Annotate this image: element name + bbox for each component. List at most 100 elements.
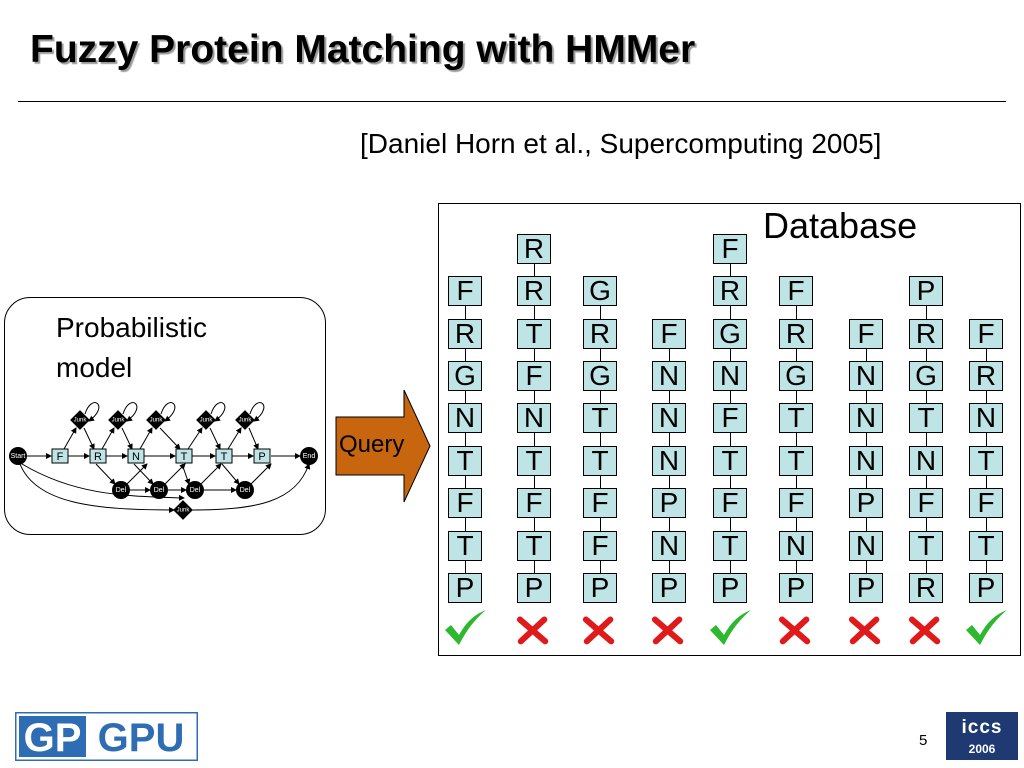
sequence-connector (796, 306, 797, 573)
residue-cell: N (652, 445, 686, 476)
residue-cell: N (517, 403, 551, 434)
residue-cell: N (849, 361, 883, 391)
residue-cell: N (448, 403, 482, 434)
model-label-line-1: Probabilistic (56, 312, 207, 343)
hmm-junk-node (108, 410, 128, 430)
hmm-match-label: P (258, 451, 265, 463)
residue-cell: T (517, 530, 551, 561)
hmm-delete-node (236, 481, 254, 499)
hmm-match-node (89, 448, 107, 464)
residue-cell: T (713, 530, 747, 561)
residue-cell: P (779, 573, 813, 603)
hmm-match-label: F (57, 451, 64, 463)
residue-cell: P (583, 573, 617, 603)
hmm-match-label: T (221, 451, 228, 463)
hmm-junk-node (235, 410, 255, 430)
hmm-delete-label: Del (240, 487, 251, 494)
residue-cell: F (448, 488, 482, 519)
gpgpu-logo: GP GPU (15, 712, 198, 761)
residue-cell: R (517, 233, 551, 264)
residue-cell: G (713, 318, 747, 349)
hmm-junk-label: Junk (239, 418, 253, 424)
hmm-junk-label: Junk (112, 418, 126, 424)
residue-cell: F (779, 488, 813, 519)
residue-cell: N (652, 361, 686, 391)
hmm-delete-label: Del (154, 487, 165, 494)
residue-cell: T (909, 530, 943, 561)
residue-cell: F (583, 488, 617, 519)
slide-title: Fuzzy Protein Matching with HMMer (30, 28, 696, 71)
residue-cell: P (517, 573, 551, 603)
sequence-connector (465, 306, 466, 573)
residue-cell: F (779, 276, 813, 307)
hmm-match-label: T (181, 451, 188, 463)
database-panel (438, 203, 1021, 656)
query-label: Query (339, 431, 405, 458)
iccs-logo-year: 2006 (968, 742, 996, 756)
hmm-match-node (175, 448, 193, 464)
residue-cell: P (713, 573, 747, 603)
residue-cell: T (448, 530, 482, 561)
residue-cell: P (969, 573, 1003, 603)
hmm-end-node (300, 447, 318, 465)
hmm-junk-label: Junk (150, 418, 164, 424)
residue-cell: F (517, 361, 551, 391)
residue-cell: N (652, 530, 686, 561)
residue-cell: G (909, 361, 943, 391)
match-check-icon (966, 610, 1007, 645)
residue-cell: T (969, 530, 1003, 561)
citation: [Daniel Horn et al., Supercomputing 2005… (360, 128, 882, 159)
residue-cell: T (779, 445, 813, 476)
residue-cell: N (849, 530, 883, 561)
hmm-match-label: R (94, 451, 102, 463)
residue-cell: R (779, 318, 813, 349)
residue-cell: P (652, 488, 686, 519)
page-number: 5 (919, 732, 928, 749)
hmm-match-node (215, 448, 233, 464)
sequence-connector (926, 306, 927, 573)
residue-cell: G (448, 361, 482, 391)
sequence-connector (600, 306, 601, 573)
no-match-cross-icon (778, 616, 811, 645)
residue-cell: P (849, 488, 883, 519)
hmm-end-label: End (303, 453, 316, 460)
no-match-cross-icon (651, 616, 684, 645)
residue-cell: R (969, 361, 1003, 391)
residue-cell: G (583, 361, 617, 391)
residue-cell: R (517, 276, 551, 307)
hmm-start-label: Start (11, 453, 26, 460)
residue-cell: F (849, 318, 883, 349)
hmm-junk-node (196, 410, 216, 430)
iccs-logo-text: iccs (961, 717, 1003, 738)
residue-cell: N (713, 361, 747, 391)
residue-cell: P (909, 276, 943, 307)
residue-cell: F (713, 403, 747, 434)
residue-cell: T (583, 445, 617, 476)
residue-cell: F (909, 488, 943, 519)
residue-cell: F (969, 488, 1003, 519)
hmm-match-node (51, 448, 69, 464)
residue-cell: T (517, 318, 551, 349)
residue-cell: N (779, 530, 813, 561)
no-match-cross-icon (516, 616, 549, 645)
residue-cell: T (583, 403, 617, 434)
hmm-junk-label: Junk (74, 418, 88, 424)
hmm-delete-label: Del (116, 487, 127, 494)
iccs-logo: iccs 2006 (946, 712, 1018, 760)
residue-cell: P (849, 573, 883, 603)
residue-cell: P (448, 573, 482, 603)
residue-cell: G (583, 276, 617, 307)
hmm-match-label: N (132, 451, 140, 463)
residue-cell: T (448, 445, 482, 476)
residue-cell: R (583, 318, 617, 349)
svg-text:GP: GP (24, 716, 82, 760)
residue-cell: R (448, 318, 482, 349)
residue-cell: T (517, 445, 551, 476)
hmm-delete-node (112, 481, 130, 499)
hmm-start-node (9, 447, 27, 465)
hmm-junk-label: Junk (200, 418, 214, 424)
residue-cell: N (652, 403, 686, 434)
residue-cell: F (713, 233, 747, 264)
hmm-match-node (253, 448, 271, 464)
